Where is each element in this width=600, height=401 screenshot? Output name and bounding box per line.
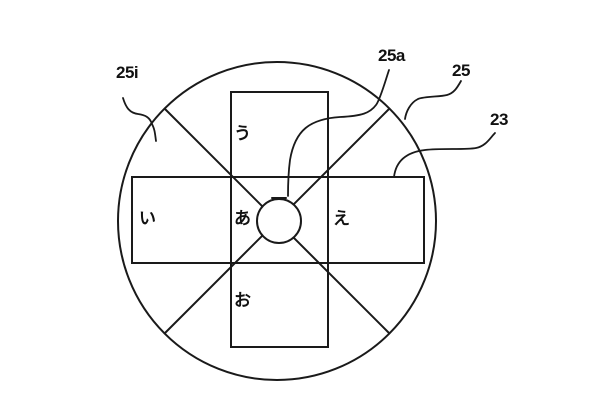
label-25: 25 (452, 61, 470, 80)
key-label-left: い (139, 209, 156, 229)
cross-key-vertical (230, 91, 329, 348)
outer-circle (117, 61, 437, 381)
key-label-right: え (333, 209, 350, 229)
leader-line-23 (393, 132, 496, 178)
leader-line-25 (404, 80, 462, 120)
leader-line-25i (122, 97, 157, 142)
key-label-down: お (234, 291, 251, 311)
key-label-center: あ (234, 209, 251, 229)
label-25i: 25i (116, 63, 139, 82)
leader-line-25a (287, 69, 390, 197)
label-25a: 25a (378, 46, 405, 65)
center-button-circle (256, 198, 302, 244)
label-23: 23 (490, 110, 508, 129)
cross-key-horizontal (131, 176, 425, 264)
key-label-up: う (234, 124, 251, 144)
